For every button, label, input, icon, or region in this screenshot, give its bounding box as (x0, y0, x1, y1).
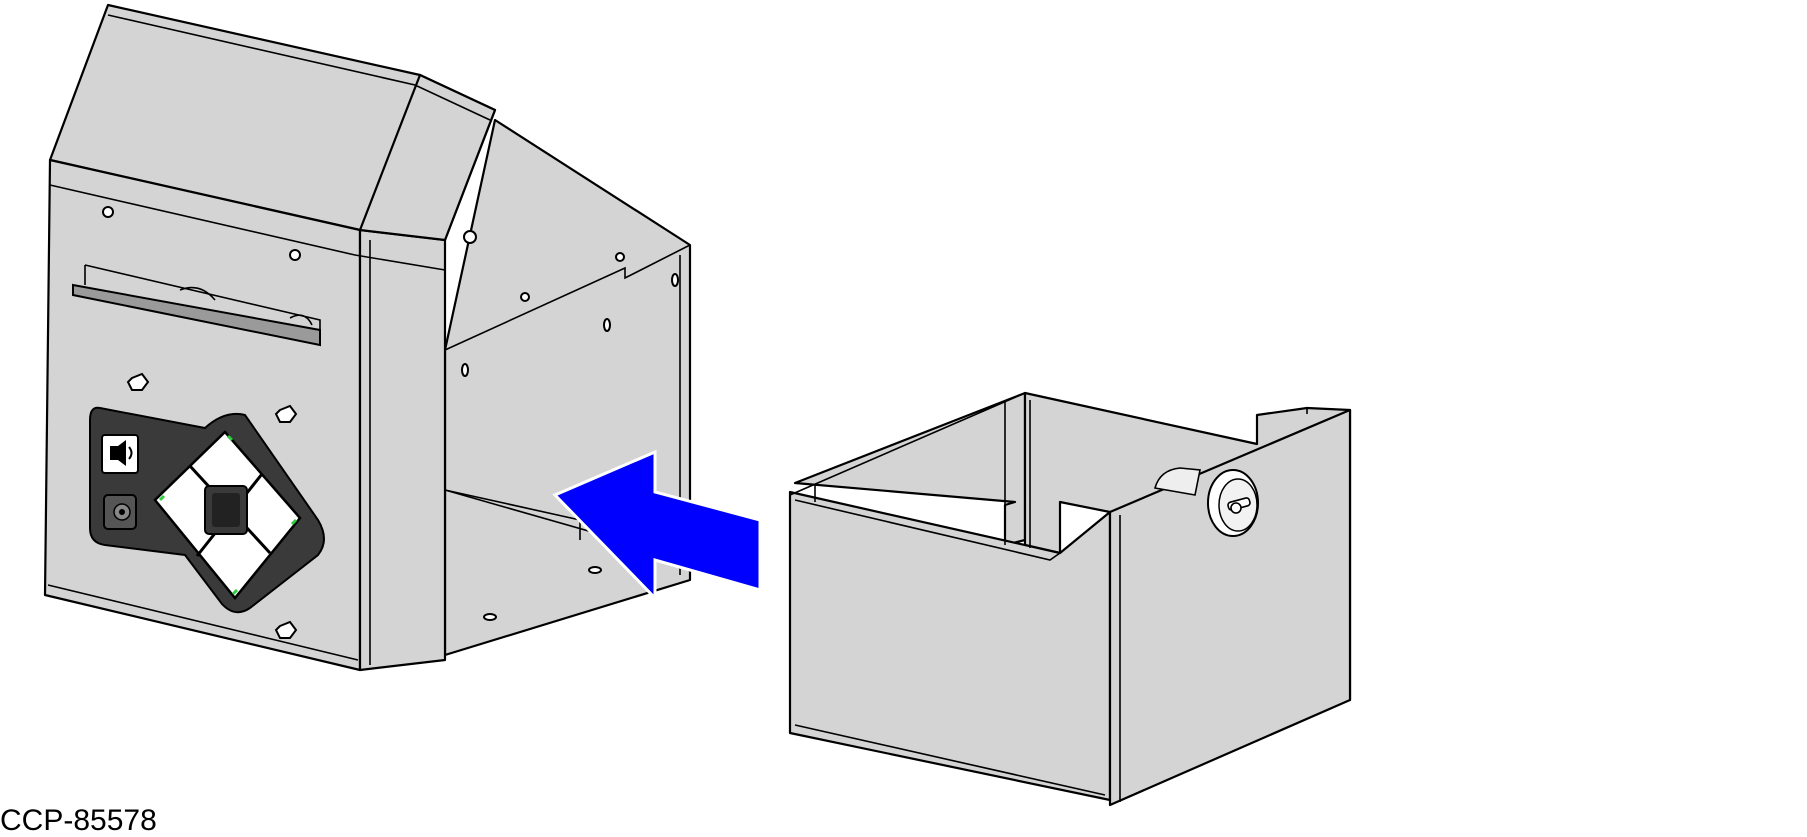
speaker-icon (101, 434, 139, 474)
cover-edge (794, 724, 1106, 796)
screw-hole (289, 249, 301, 261)
hex-nut (126, 372, 150, 391)
mount-slot (461, 363, 469, 377)
main-housing (43, 3, 692, 672)
cover-front-panel (788, 490, 1112, 802)
mount-slot (588, 566, 602, 574)
screw-hole (463, 230, 477, 244)
screw-hole (615, 252, 625, 262)
screw-hole (102, 206, 114, 218)
hex-nut (274, 404, 298, 423)
cover-edge (794, 499, 1061, 561)
mount-slot (671, 273, 679, 287)
mount-slot (603, 318, 611, 332)
housing-edge (47, 584, 359, 661)
headphone-jack-icon (103, 494, 137, 530)
cover-side-panel (1108, 408, 1352, 807)
housing-corner-bevel (358, 228, 447, 672)
lock-cylinder (1153, 467, 1259, 537)
lock-cover-box (788, 391, 1352, 807)
card-slot (72, 264, 321, 347)
insert-direction-arrow (552, 449, 762, 602)
cover-edge (789, 392, 1258, 496)
directional-keypad (153, 430, 302, 600)
keypad-panel (89, 406, 325, 614)
housing-edge (49, 109, 496, 241)
screw-hole (520, 292, 530, 302)
housing-edge (444, 244, 691, 351)
housing-edge (49, 184, 446, 271)
housing-edge (107, 14, 491, 121)
mount-slot (483, 613, 497, 621)
hex-nut (274, 620, 298, 639)
figure-id-label: CCP-85578 (0, 804, 157, 837)
